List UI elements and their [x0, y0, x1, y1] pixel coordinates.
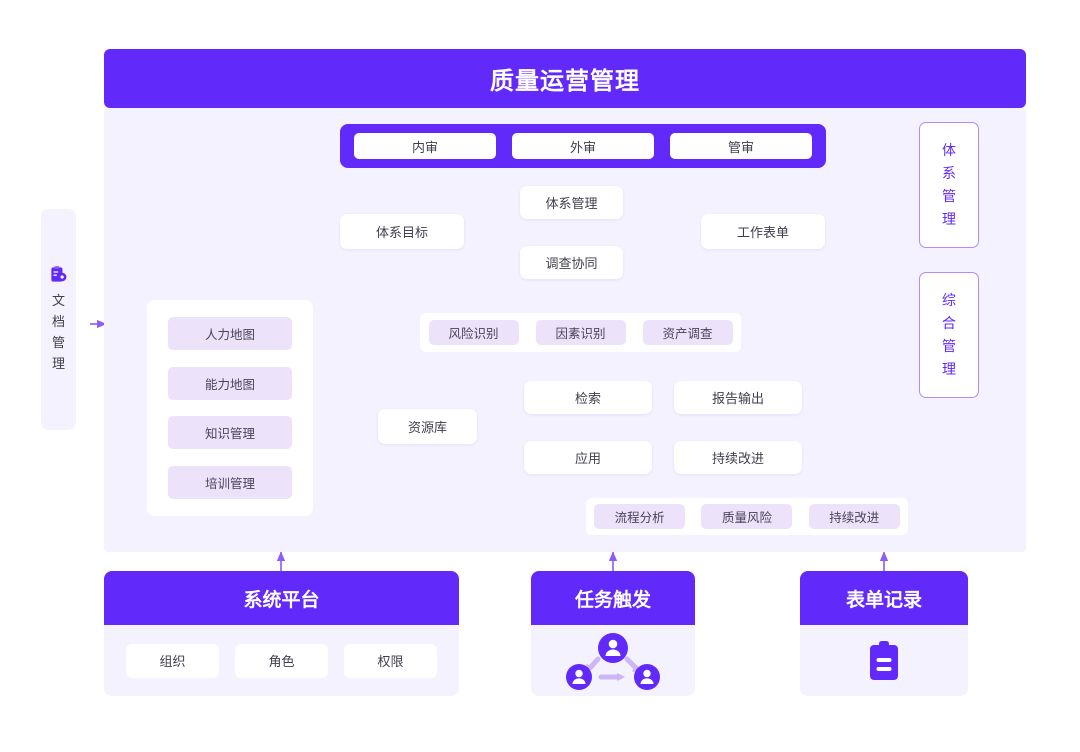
node-apply[interactable]: 应用 — [524, 441, 652, 474]
node-system-goal[interactable]: 体系目标 — [340, 214, 464, 249]
side-box-system-management[interactable]: 体系管理 — [919, 122, 979, 248]
bottom-card-system-platform[interactable]: 系统平台 组织 角色 权限 — [104, 571, 459, 696]
bottom-card-system-platform-title: 系统平台 — [104, 571, 459, 625]
pill-role-label: 角色 — [268, 654, 295, 669]
bottom-card-form-record[interactable]: 表单记录 — [800, 571, 968, 696]
audit-pill-internal-label: 内审 — [411, 139, 438, 155]
map-group: 人力地图 能力地图 知识管理 培训管理 — [147, 300, 313, 516]
chip-risk-identification[interactable]: 风险识别 — [428, 320, 519, 345]
pill-permission[interactable]: 权限 — [344, 643, 437, 678]
chip-quality-risk-label: 质量风险 — [721, 511, 772, 525]
chip-human-map-label: 人力地图 — [204, 327, 255, 342]
bottom-card-form-record-title: 表单记录 — [800, 571, 968, 625]
bottom-card-task-trigger-title: 任务触发 — [531, 571, 695, 625]
chip-human-map[interactable]: 人力地图 — [168, 316, 292, 350]
side-box-system-management-label: 体系管理 — [942, 142, 956, 227]
audit-pill-external[interactable]: 外审 — [512, 133, 654, 159]
audit-pill-management[interactable]: 管审 — [670, 133, 812, 159]
node-apply-label: 应用 — [574, 451, 601, 466]
pill-permission-label: 权限 — [377, 654, 404, 669]
audit-pill-internal[interactable]: 内审 — [354, 133, 496, 159]
chip-process-analysis-label: 流程分析 — [614, 511, 665, 525]
chip-capability-map[interactable]: 能力地图 — [168, 366, 292, 400]
identify-chip-group: 风险识别 因素识别 资产调查 — [420, 313, 741, 352]
audit-bar: 内审 外审 管审 — [340, 124, 826, 168]
sidebar-document-management[interactable]: 文档管理 — [41, 209, 76, 430]
chip-asset-survey-label: 资产调查 — [662, 327, 713, 341]
node-resource-library[interactable]: 资源库 — [378, 409, 477, 444]
analysis-chip-group: 流程分析 质量风险 持续改进 — [586, 498, 908, 535]
bottom-card-task-trigger[interactable]: 任务触发 — [531, 571, 695, 696]
node-system-management-label: 体系管理 — [545, 196, 598, 211]
node-report-output-label: 报告输出 — [711, 391, 764, 406]
audit-pill-external-label: 外审 — [569, 139, 596, 155]
chip-training-management[interactable]: 培训管理 — [168, 466, 292, 500]
chip-quality-risk[interactable]: 质量风险 — [701, 504, 793, 529]
workflow-users-icon — [561, 632, 665, 690]
chip-risk-identification-label: 风险识别 — [448, 327, 499, 341]
side-box-integrated-management-label: 综合管理 — [942, 292, 956, 377]
clipboard-gear-icon — [49, 265, 68, 284]
chip-factor-identification[interactable]: 因素识别 — [535, 320, 626, 345]
node-resource-library-label: 资源库 — [407, 420, 447, 435]
node-system-goal-label: 体系目标 — [375, 225, 428, 240]
node-report-output[interactable]: 报告输出 — [674, 381, 802, 414]
audit-pill-management-label: 管审 — [727, 139, 754, 155]
chip-capability-map-label: 能力地图 — [204, 377, 255, 392]
sidebar-document-management-label: 文档管理 — [52, 293, 66, 371]
chip-knowledge-management[interactable]: 知识管理 — [168, 416, 292, 450]
chip-asset-survey[interactable]: 资产调查 — [642, 320, 733, 345]
node-survey-collaboration[interactable]: 调查协同 — [520, 246, 623, 279]
chip-process-analysis[interactable]: 流程分析 — [594, 504, 686, 529]
clipboard-icon — [867, 640, 901, 682]
pill-organization[interactable]: 组织 — [126, 643, 219, 678]
page-title: 质量运营管理 — [104, 49, 1026, 108]
pill-organization-label: 组织 — [159, 654, 186, 669]
chip-continuous-improvement[interactable]: 持续改进 — [808, 504, 900, 529]
side-box-integrated-management[interactable]: 综合管理 — [919, 272, 979, 398]
chip-training-management-label: 培训管理 — [204, 477, 255, 492]
node-search[interactable]: 检索 — [524, 381, 652, 414]
chip-continuous-improvement-label: 持续改进 — [829, 511, 880, 525]
chip-knowledge-management-label: 知识管理 — [204, 427, 255, 442]
pill-role[interactable]: 角色 — [235, 643, 328, 678]
node-worksheet[interactable]: 工作表单 — [701, 214, 825, 249]
node-system-management[interactable]: 体系管理 — [520, 186, 623, 219]
chip-factor-identification-label: 因素识别 — [555, 327, 606, 341]
node-continuous-improvement-label: 持续改进 — [711, 451, 764, 466]
node-continuous-improvement[interactable]: 持续改进 — [674, 441, 802, 474]
node-survey-collaboration-label: 调查协同 — [545, 256, 598, 271]
node-search-label: 检索 — [574, 391, 601, 406]
page-title-text: 质量运营管理 — [490, 68, 640, 95]
node-worksheet-label: 工作表单 — [736, 225, 789, 240]
